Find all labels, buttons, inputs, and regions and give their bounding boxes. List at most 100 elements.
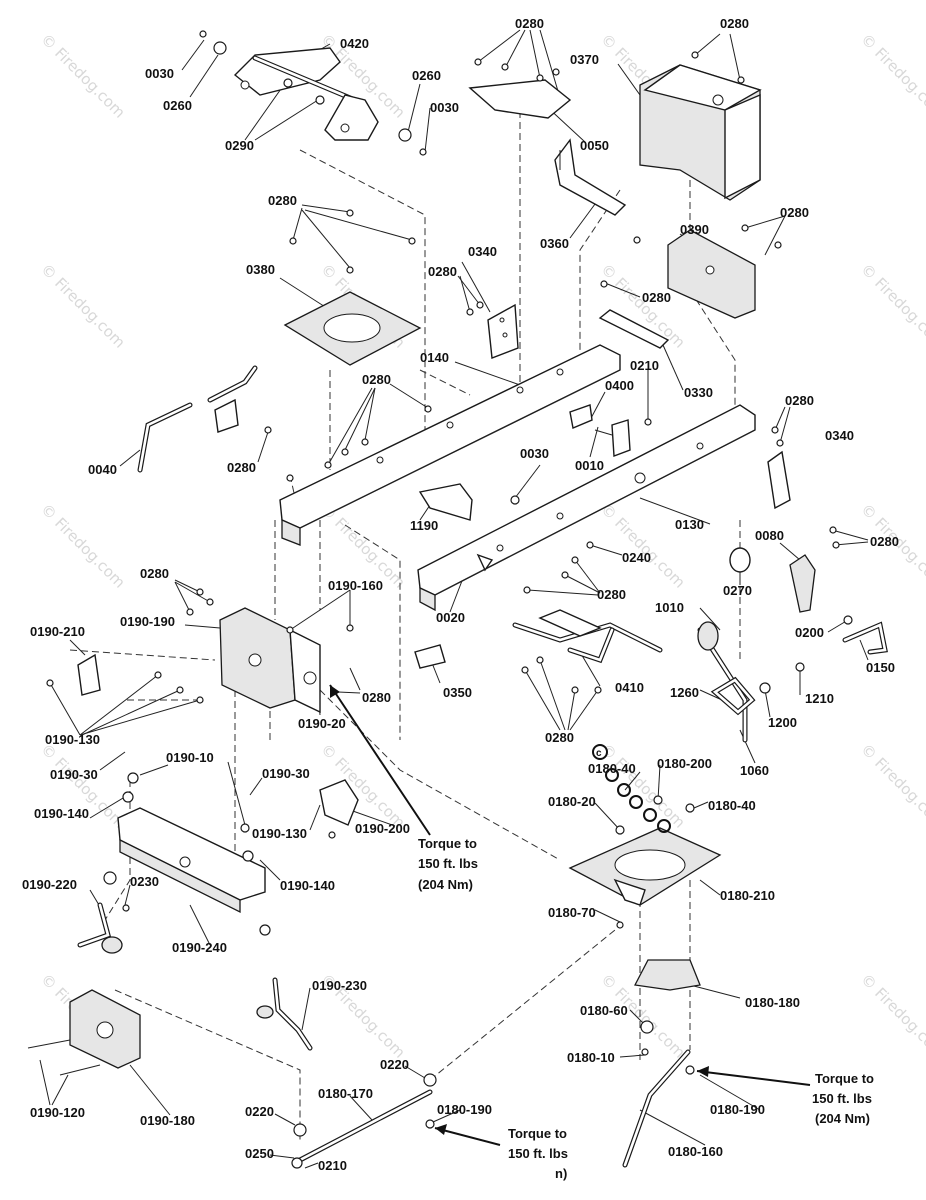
callout-0270: 0270 [723,583,752,598]
clip-0350 [414,644,446,669]
callout-0030: 0030 [145,66,174,81]
torque-notes: Torque to 150 ft. lbs (204 Nm) Torque to… [418,836,874,1181]
frame-rail-0140 [264,344,621,546]
pivot-plate-0180-180 [634,959,701,1056]
pivot-bracket-0420 [199,30,427,156]
callout-labels: 0420 0030 0260 0260 0030 0290 0280 0050 … [22,16,899,1173]
torque-note-right-line1: Torque to [815,1071,874,1086]
callout-0350: 0350 [443,685,472,700]
callout-0230: 0230 [130,874,159,889]
callout-0280: 0280 [870,534,899,549]
callout-0260: 0260 [163,98,192,113]
callout-0280: 0280 [362,372,391,387]
callout-0390: 0390 [680,222,709,237]
callout-1260: 1260 [670,685,699,700]
callout-0190-210: 0190-210 [30,624,85,639]
callout-0140: 0140 [420,350,449,365]
svg-text:c: c [596,748,602,759]
callout-1060: 1060 [740,763,769,778]
callout-0260: 0260 [412,68,441,83]
brake-lever-0410 [512,609,663,694]
callout-0180-170: 0180-170 [318,1086,373,1101]
callout-0190-130: 0190-130 [45,732,100,747]
callout-1210: 1210 [805,691,834,706]
spindle-0190-230 [256,924,313,1051]
callout-0280: 0280 [227,460,256,475]
torque-note-center-line1: Torque to [418,836,477,851]
bracket-0390 [600,224,782,319]
strap-0330 [598,309,670,349]
callout-0280: 0280 [362,690,391,705]
watermark-text: © Firedog.com [37,30,129,122]
callout-0180-20: 0180-20 [548,794,596,809]
callout-0280: 0280 [515,16,544,31]
callout-0180-160: 0180-160 [668,1144,723,1159]
callout-0180-70: 0180-70 [548,905,596,920]
watermark-text: © Firedog.com [857,970,926,1062]
bracket-0190-210 [46,653,204,704]
frame-rail-0130 [417,404,756,612]
leader-lines [39,29,869,1169]
bracket-0340-lower [767,426,791,510]
callout-0190-180: 0190-180 [140,1113,195,1128]
callout-0400: 0400 [605,378,634,393]
callout-0190-140: 0190-140 [280,878,335,893]
callout-0030: 0030 [430,100,459,115]
watermark-text: © Firedog.com [37,500,129,592]
callout-0280: 0280 [428,264,457,279]
watermark-text: © Firedog.com [857,30,926,122]
callout-0150: 0150 [866,660,895,675]
callout-1190: 1190 [410,518,438,533]
callout-0180-10: 0180-10 [567,1050,615,1065]
callout-0190-160: 0190-160 [328,578,383,593]
axle-mount-0190-190 [186,588,354,714]
lift-lever-1010 [697,621,805,743]
callout-1010: 1010 [655,600,684,615]
callout-0190-140: 0190-140 [34,806,89,821]
lever-0040 [137,365,258,473]
callout-0180-40: 0180-40 [708,798,756,813]
callout-0080: 0080 [755,528,784,543]
callout-0040: 0040 [88,462,117,477]
plate-0050 [468,58,572,119]
front-axle-0190-240 [117,772,336,914]
callout-0190-240: 0190-240 [172,940,227,955]
bracket-1190 [418,483,473,521]
callout-0280: 0280 [545,730,574,745]
callout-0220: 0220 [245,1104,274,1119]
callout-0220: 0220 [380,1057,409,1072]
callout-0050: 0050 [580,138,609,153]
mount-plate-0180-210 [568,795,722,929]
housing-0370 [639,51,762,201]
torque-note-bottom-line1: Torque to [508,1126,567,1141]
watermark-text: © Firedog.com [597,500,689,592]
torque-note-bottom-line2: 150 ft. lbs [508,1146,568,1161]
callout-0180-190: 0180-190 [710,1102,765,1117]
callout-0190-190: 0190-190 [120,614,175,629]
callout-0370: 0370 [570,52,599,67]
torque-note-right-line2: 150 ft. lbs [812,1091,872,1106]
torque-arrows [329,684,811,1146]
callout-0190-230: 0190-230 [312,978,367,993]
callout-0180-200: 0180-200 [657,756,712,771]
callout-0250: 0250 [245,1146,274,1161]
callout-0240: 0240 [622,550,651,565]
callout-0130: 0130 [675,517,704,532]
torque-note-center-line3: (204 Nm) [418,877,473,892]
callout-0280: 0280 [780,205,809,220]
callout-0340: 0340 [468,244,497,259]
callout-0290: 0290 [225,138,254,153]
callout-0180-180: 0180-180 [745,995,800,1010]
callout-0030: 0030 [520,446,549,461]
callout-0180-40: 0180-40 [588,761,636,776]
watermark-text: © Firedog.com [597,740,689,832]
callout-0280: 0280 [140,566,169,581]
torque-note-right-line3: (204 Nm) [815,1111,870,1126]
drag-link-0180-170 [291,1073,437,1169]
assembly-lines [69,100,741,1140]
callout-0280: 0280 [642,290,671,305]
callout-0190-120: 0190-120 [30,1105,85,1120]
parts: c [27,30,888,1169]
callout-0340: 0340 [825,428,854,443]
